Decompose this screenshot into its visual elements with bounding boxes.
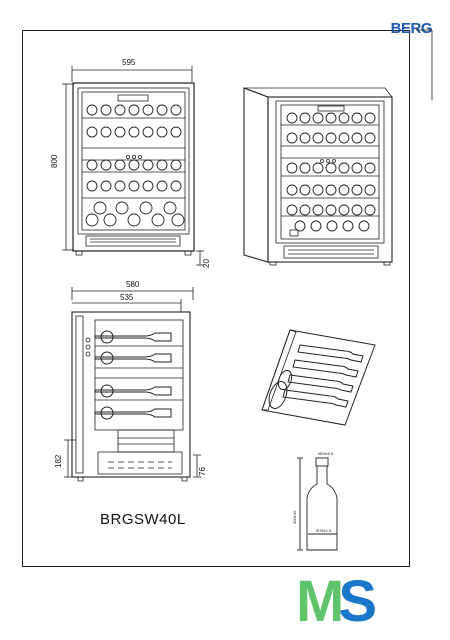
side-view-cabinet <box>64 287 201 482</box>
ms-logo-s: S <box>338 569 377 634</box>
bottle-height-label: 300±10 <box>292 510 297 524</box>
drawing-frame <box>22 30 410 567</box>
front-view-cabinet <box>62 66 204 266</box>
berg-logo: BERG <box>390 20 433 37</box>
model-name: BRGSW40L <box>100 511 186 528</box>
foot-offset-label: 76 <box>198 467 207 476</box>
ms-logo: MS <box>296 568 377 635</box>
bottle-top-diameter-label: Ø25±0.5 <box>318 451 334 456</box>
sliding-shelf-drawing <box>261 329 376 426</box>
body-depth-label: 535 <box>120 293 134 302</box>
total-depth-label: 580 <box>126 280 140 289</box>
bottle-drawing <box>297 457 338 551</box>
bottle-base-diameter-label: Ø76±1.5 <box>316 528 332 533</box>
front-height-label: 800 <box>50 154 59 168</box>
ms-logo-m: M <box>296 569 344 634</box>
lower-compartment-height-label: 182 <box>54 454 63 468</box>
foot-height-label: 20 <box>202 259 211 268</box>
front-width-label: 595 <box>122 58 136 67</box>
perspective-view-cabinet <box>243 87 393 266</box>
